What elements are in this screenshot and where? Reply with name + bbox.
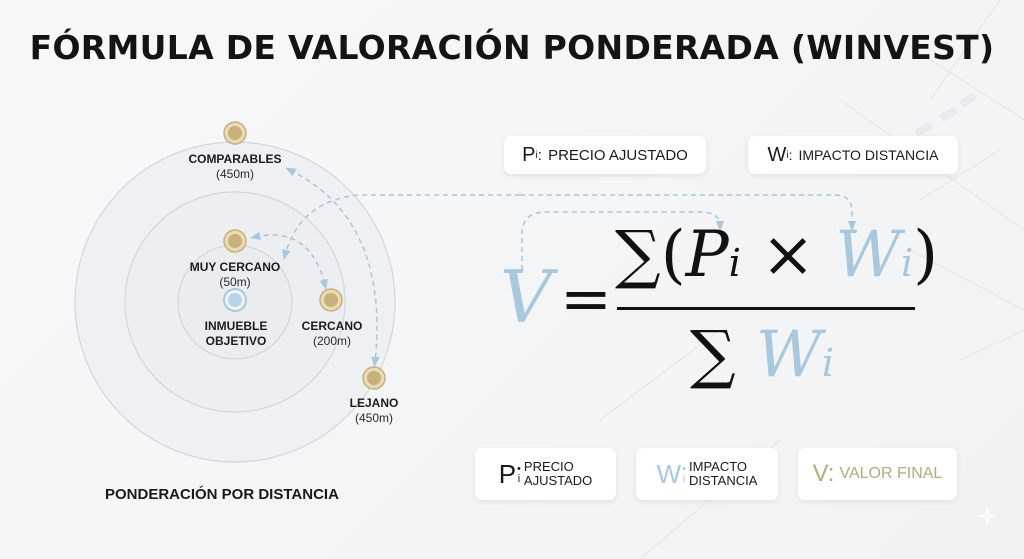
formula-numerator: ∑(Pi × Wi) — [615, 218, 939, 292]
arrow-v-top — [521, 211, 725, 270]
formula-equals: = — [560, 262, 612, 335]
formula-denominator: ∑ Wi — [690, 318, 834, 392]
node-inmueble-icon — [223, 288, 247, 312]
diagram-caption: PONDERACIÓN POR DISTANCIA — [105, 486, 339, 503]
node-comparables-icon — [223, 121, 247, 145]
page-title: FÓRMULA DE VALORACIÓN PONDERADA (WINVEST… — [29, 28, 995, 67]
node-muy-cercano-icon — [223, 229, 247, 253]
fraction-bar — [617, 307, 915, 310]
formula-v: V — [500, 255, 552, 339]
node-cercano-icon — [319, 288, 343, 312]
arrow-w-top — [520, 194, 857, 232]
legend-chip-bottom-valor-final: V: VALOR FINAL — [798, 448, 957, 500]
node-label-comparables: COMPARABLES (450m) — [188, 152, 282, 181]
legend-chip-bottom-impacto: W •i IMPACTO DISTANCIA — [636, 448, 778, 500]
node-label-inmueble: INMUEBLE OBJETIVO — [204, 319, 268, 348]
node-label-muy-cercano: MUY CERCANO (50m) — [189, 260, 281, 289]
node-label-cercano: CERCANO (200m) — [301, 319, 363, 348]
node-label-lejano: LEJANO (450m) — [349, 396, 399, 425]
node-lejano-icon — [362, 366, 386, 390]
legend-chip-bottom-precio: P •i PRECIO AJUSTADO — [475, 448, 616, 500]
arrow-comparables-lejano — [285, 167, 380, 368]
